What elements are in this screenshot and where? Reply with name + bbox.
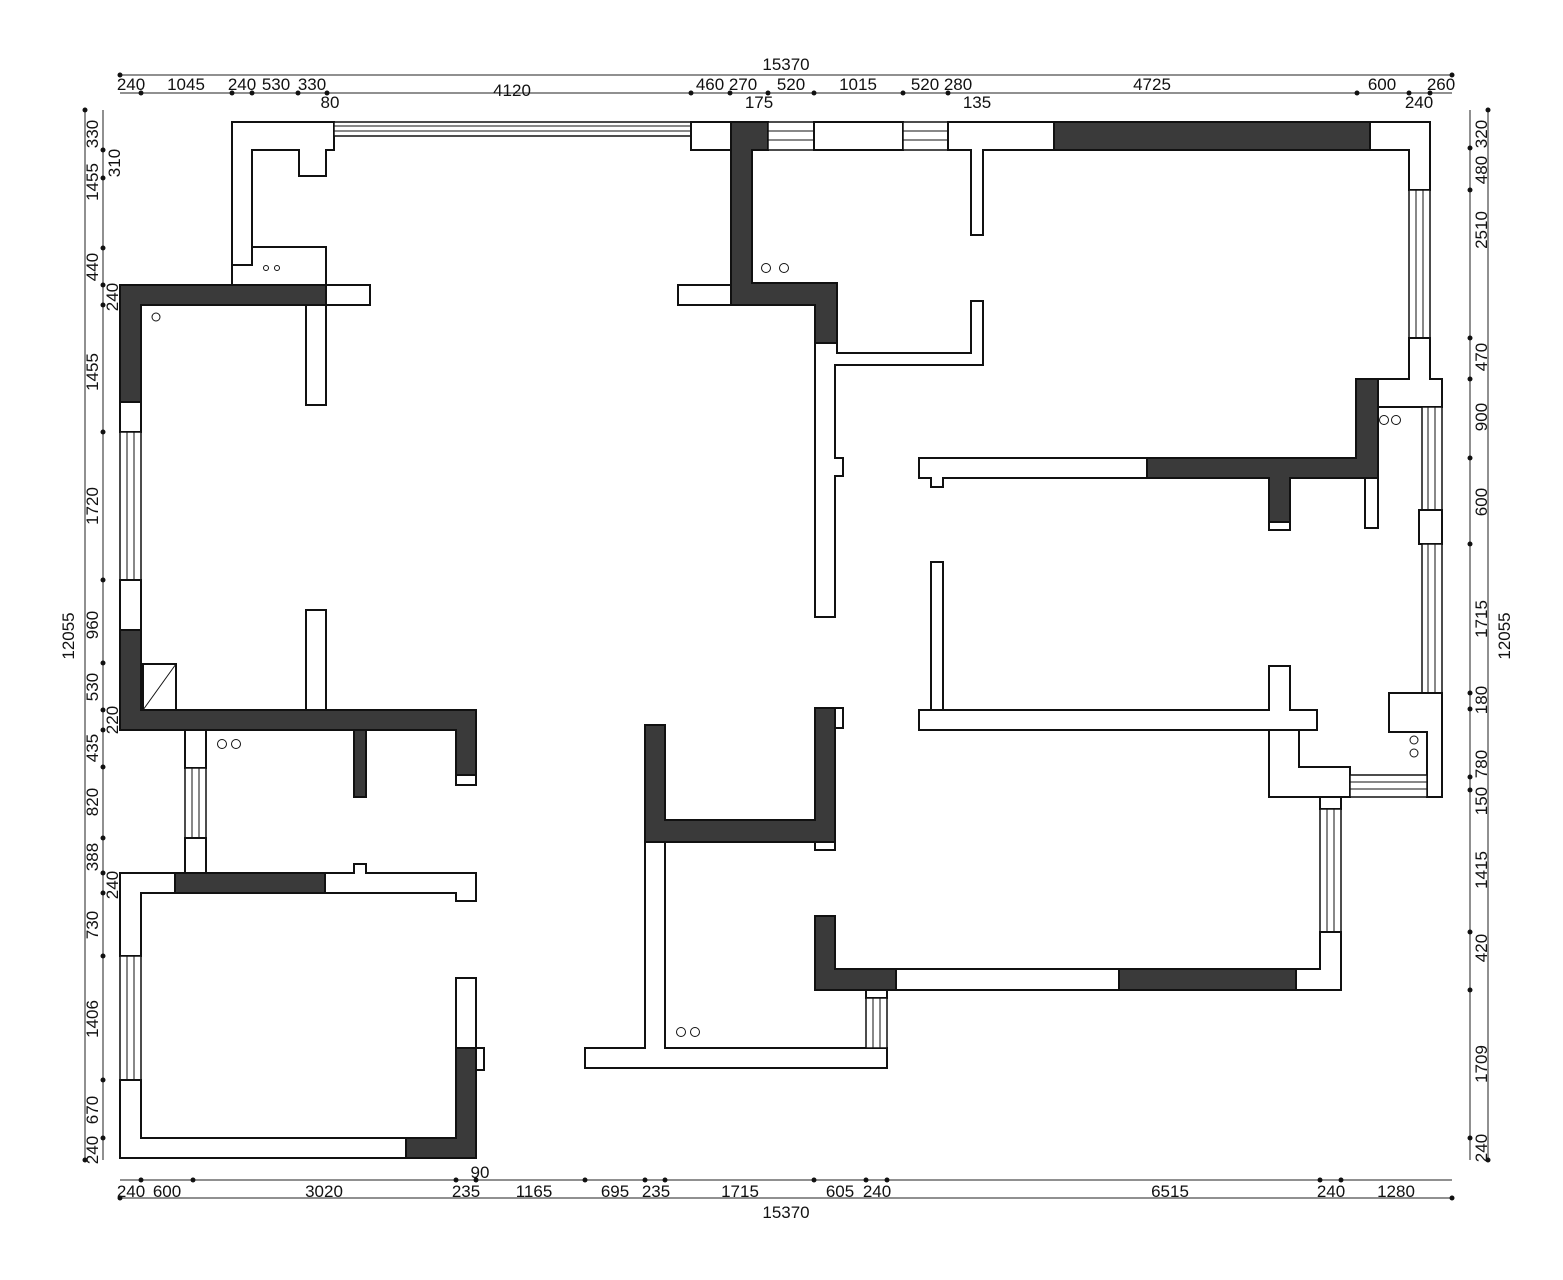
- dim-right-label: 1715: [1472, 600, 1491, 638]
- dim-right-label: 780: [1472, 750, 1491, 778]
- dim-top-label: 280: [944, 75, 972, 94]
- dim-left-label: 1720: [83, 487, 102, 525]
- dim-top-label: 4120: [493, 81, 531, 100]
- dim-left-label: 240: [83, 1136, 102, 1164]
- duct-icon: [1409, 735, 1419, 745]
- dim-right-label: 420: [1472, 934, 1491, 962]
- dim-top-label: 460: [696, 75, 724, 94]
- dim-left-label: 1455: [83, 163, 102, 201]
- duct-icon: [263, 265, 269, 271]
- dim-bottom-label: 3020: [305, 1182, 343, 1201]
- dim-bottom-labels: 240 600 3020 235 90 1165 695 235 1715 60…: [117, 1163, 1415, 1201]
- dim-top-label: 600: [1368, 75, 1396, 94]
- duct-icon: [779, 263, 789, 273]
- dim-top-label: 240: [117, 75, 145, 94]
- dim-top-label: 330: [298, 75, 326, 94]
- dim-top-label: 240: [1405, 93, 1433, 112]
- dim-bottom-label: 605: [826, 1182, 854, 1201]
- dim-right-label: 180: [1472, 686, 1491, 714]
- dim-left-labels: 330 310 1455 440 240 1455 1720 960 530 2…: [83, 120, 124, 1164]
- dim-top-labels: 240 1045 240 530 330 80 4120 460 270 175…: [117, 75, 1455, 112]
- dim-left-label: 435: [83, 734, 102, 762]
- duct-icon: [217, 739, 227, 749]
- dim-right-label: 1415: [1472, 851, 1491, 889]
- dim-left-label: 220: [103, 706, 122, 734]
- dim-top-label: 240: [228, 75, 256, 94]
- dim-top-label: 4725: [1133, 75, 1171, 94]
- dim-bottom-label: 695: [601, 1182, 629, 1201]
- dim-bottom-label: 600: [153, 1182, 181, 1201]
- dim-bottom-label: 1715: [721, 1182, 759, 1201]
- duct-icon: [231, 739, 241, 749]
- dim-bottom-label: 235: [642, 1182, 670, 1201]
- dim-left-label: 1406: [83, 1000, 102, 1038]
- dim-left-label: 440: [83, 253, 102, 281]
- duct-icon: [1391, 415, 1401, 425]
- dim-bottom-label: 235: [452, 1182, 480, 1201]
- dim-left-label: 530: [83, 673, 102, 701]
- dim-top-label: 175: [745, 93, 773, 112]
- dim-left-label: 820: [83, 788, 102, 816]
- walls: [119, 121, 1443, 1159]
- dim-right-labels: 320 480 2510 470 900 600 1715 180 780 15…: [1472, 120, 1491, 1162]
- dim-right-total: 12055: [1495, 612, 1514, 659]
- dim-left-label: 240: [103, 871, 122, 899]
- dim-top-label: 520: [911, 75, 939, 94]
- dim-left-label: 730: [83, 911, 102, 939]
- dim-bottom-label: 90: [471, 1163, 490, 1182]
- dim-top-total: 15370: [762, 55, 809, 74]
- duct-icon: [1409, 748, 1419, 758]
- dim-left-label: 388: [83, 843, 102, 871]
- dim-top-label: 520: [777, 75, 805, 94]
- dim-top-label: 80: [321, 93, 340, 112]
- dim-left-label: 310: [105, 149, 124, 177]
- dim-top-label: 135: [963, 93, 991, 112]
- dim-top-label: 530: [262, 75, 290, 94]
- dim-bottom-label: 1165: [516, 1182, 553, 1201]
- dim-left-total: 12055: [59, 612, 78, 659]
- dim-left-label: 960: [83, 611, 102, 639]
- duct-icon: [761, 263, 771, 273]
- dim-left-label: 670: [83, 1096, 102, 1124]
- dim-right-label: 470: [1472, 343, 1491, 371]
- dimension-lines: [82, 72, 1491, 1201]
- dim-right-label: 150: [1472, 787, 1491, 815]
- dim-bottom-label: 6515: [1151, 1182, 1189, 1201]
- dim-right-label: 320: [1472, 120, 1491, 148]
- dim-top-label: 260: [1427, 75, 1455, 94]
- fixtures: [151, 263, 1419, 1037]
- dim-right-label: 600: [1472, 488, 1491, 516]
- duct-icon: [274, 265, 280, 271]
- dim-bottom-label: 240: [863, 1182, 891, 1201]
- dim-bottom-label: 1280: [1377, 1182, 1415, 1201]
- dim-bottom-label: 240: [1317, 1182, 1345, 1201]
- dim-bottom-total: 15370: [762, 1203, 809, 1222]
- duct-icon: [151, 312, 161, 322]
- dim-top-label: 270: [729, 75, 757, 94]
- dim-right-label: 240: [1472, 1134, 1491, 1162]
- dim-right-label: 480: [1472, 156, 1491, 184]
- dim-right-label: 1709: [1472, 1045, 1491, 1083]
- dim-top-label: 1045: [167, 75, 205, 94]
- duct-icon: [676, 1027, 686, 1037]
- dim-right-label: 900: [1472, 403, 1491, 431]
- dim-right-label: 2510: [1472, 211, 1491, 249]
- dim-left-label: 330: [83, 120, 102, 148]
- duct-icon: [1379, 415, 1389, 425]
- dim-left-label: 240: [103, 283, 122, 311]
- dim-top-label: 1015: [839, 75, 877, 94]
- dim-left-label: 1455: [83, 353, 102, 391]
- dim-bottom-label: 240: [117, 1182, 145, 1201]
- duct-icon: [690, 1027, 700, 1037]
